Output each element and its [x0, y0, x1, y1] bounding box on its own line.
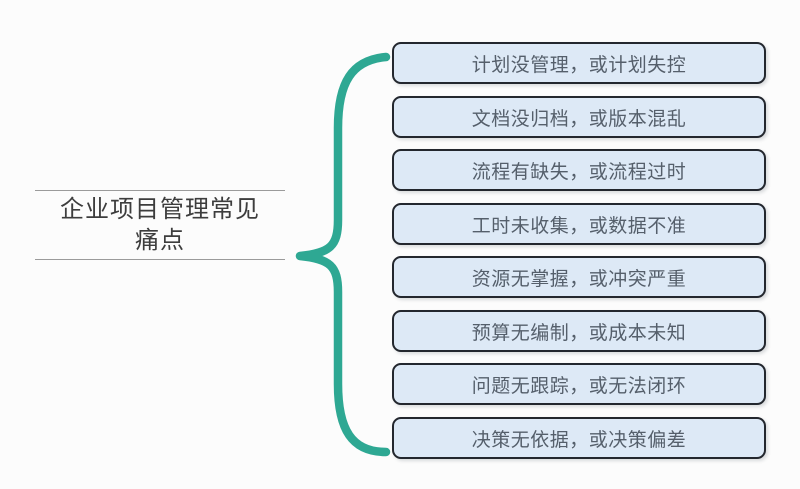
pain-point-item[interactable]: 资源无掌握，或冲突严重 [392, 256, 766, 298]
root-topic[interactable]: 企业项目管理常见 痛点 [35, 190, 285, 260]
pain-point-item[interactable]: 决策无依据，或决策偏差 [392, 417, 766, 459]
curly-brace-path [295, 52, 391, 457]
pain-point-item[interactable]: 流程有缺失，或流程过时 [392, 149, 766, 191]
pain-point-item[interactable]: 文档没归档，或版本混乱 [392, 96, 766, 138]
curly-brace [295, 52, 391, 457]
pain-point-item[interactable]: 问题无跟踪，或无法闭环 [392, 363, 766, 405]
root-topic-title-line1: 企业项目管理常见 [60, 196, 260, 223]
pain-point-label: 流程有缺失，或流程过时 [471, 161, 687, 183]
pain-point-label: 文档没归档，或版本混乱 [471, 108, 687, 130]
pain-point-label: 资源无掌握，或冲突严重 [471, 268, 687, 290]
pain-point-label: 工时未收集，或数据不准 [471, 215, 687, 237]
pain-point-item[interactable]: 预算无编制，或成本未知 [392, 310, 766, 352]
pain-point-label: 决策无依据，或决策偏差 [471, 429, 687, 451]
pain-point-label: 预算无编制，或成本未知 [471, 322, 687, 344]
pain-point-item[interactable]: 工时未收集，或数据不准 [392, 203, 766, 245]
pain-point-label: 问题无跟踪，或无法闭环 [471, 375, 687, 397]
pain-point-item[interactable]: 计划没管理，或计划失控 [392, 42, 766, 84]
pain-point-label: 计划没管理，或计划失控 [471, 54, 687, 76]
root-topic-title-line2: 痛点 [135, 227, 185, 254]
